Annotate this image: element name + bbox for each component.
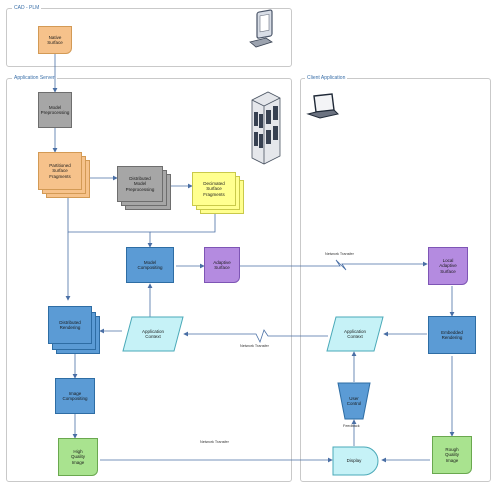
- network-transfer-label-top: Network Transfer: [325, 252, 354, 256]
- user-control-node: User Control: [346, 395, 362, 407]
- computer-icon: [249, 9, 273, 48]
- display-shape: [332, 446, 379, 476]
- distributed-rendering-node: Distributed Rendering: [48, 306, 92, 344]
- adaptive-surface-node: Adaptive Surface: [204, 247, 240, 283]
- native-surface-node: Native Surface: [38, 26, 72, 54]
- server-rack-icon: [251, 91, 281, 165]
- network-transfer-label-bottom: Network Transfer: [200, 440, 229, 444]
- cad-plm-title: CAD - PLM: [12, 5, 42, 11]
- partitioned-fragments-node: Partitioned Surface Fragments: [38, 152, 82, 190]
- distributed-preprocessing-node: Distributed Model Preprocessing: [117, 166, 163, 202]
- laptop-icon: [306, 93, 339, 119]
- application-server-title: Application Server: [12, 75, 57, 81]
- feedback-label: Feedback: [343, 424, 360, 428]
- network-transfer-label-middle: Network Transfer: [240, 344, 269, 348]
- application-context-client-node: Application Context: [343, 328, 366, 340]
- display-node: Display: [346, 458, 362, 464]
- edge-fragments-to-model-compositing: [67, 198, 153, 248]
- high-quality-image-node: High Quality Image: [58, 438, 98, 476]
- model-compositing-node: Model Compositing: [126, 247, 174, 283]
- edge-network-adaptive-to-local: [240, 259, 428, 271]
- application-context-server-node: Application Context: [141, 328, 164, 340]
- application-context-client-shape: [326, 316, 384, 352]
- model-preprocessing-node: Model Preprocessing: [38, 92, 72, 128]
- application-context-server-shape: [122, 316, 184, 352]
- user-control-shape: [337, 382, 371, 420]
- rough-quality-image-node: Rough Quality Image: [432, 436, 472, 474]
- edge-network-client-to-server-context: [183, 329, 328, 344]
- image-compositing-node: Image Compositing: [55, 378, 95, 414]
- embedded-rendering-node: Embedded Rendering: [428, 316, 476, 354]
- decimated-fragments-node: Decimated Surface Fragments: [192, 172, 236, 206]
- edge-decimated-to-model-compositing: [150, 210, 216, 233]
- local-adaptive-surface-node: Local Adaptive Surface: [428, 247, 468, 285]
- client-application-title: Client Application: [305, 75, 348, 81]
